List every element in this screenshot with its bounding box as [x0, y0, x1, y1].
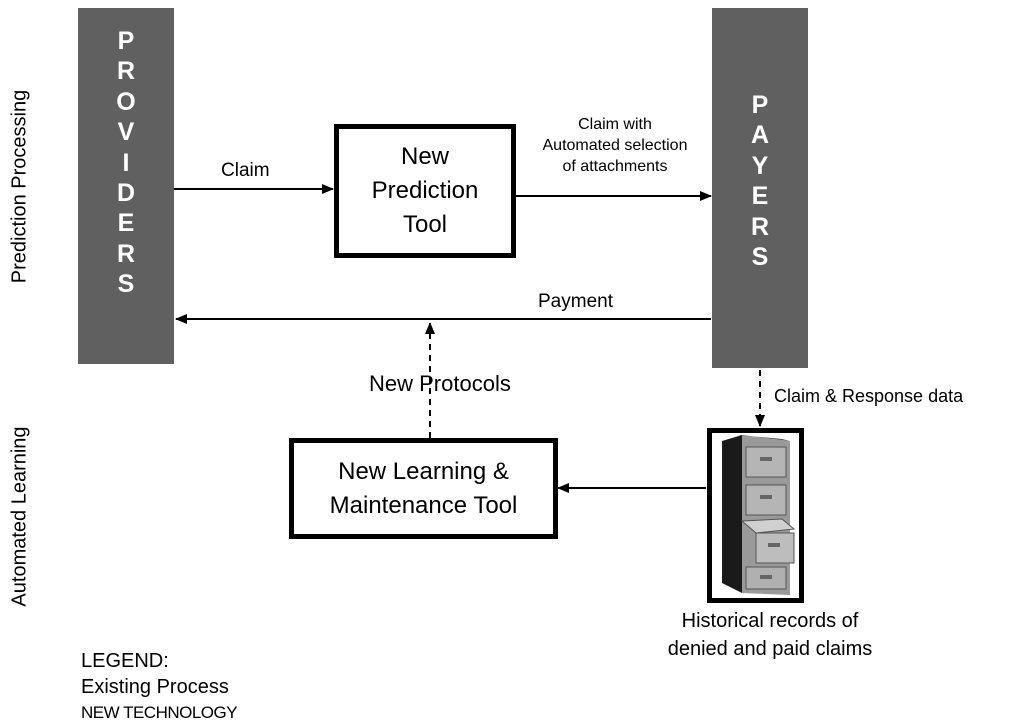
filing-cabinet-icon	[707, 428, 804, 603]
payers-letter: P	[751, 91, 769, 119]
payers-letter: Y	[751, 151, 769, 180]
automated-learning-label: Automated Learning	[8, 426, 31, 607]
legend-existing-process: Existing Process	[81, 676, 229, 698]
learning-tool-line-2: Maintenance Tool	[329, 491, 518, 519]
claim-with-label: Claim with Automated selection of attach…	[520, 114, 710, 177]
providers-letter: V	[117, 118, 135, 147]
providers-letter: R	[116, 57, 136, 86]
new-protocols-label: New Protocols	[369, 371, 511, 396]
records-line-1: Historical records of	[681, 610, 859, 632]
payers-letter: S	[751, 243, 769, 272]
prediction-tool-box: New Prediction Tool	[334, 124, 516, 258]
claim-with-line-1: Claim with	[578, 116, 652, 133]
learning-tool-line-1: New Learning &	[338, 457, 509, 485]
records-line-2: denied and paid claims	[667, 638, 873, 660]
prediction-tool-line-2: Prediction	[371, 177, 479, 204]
payers-letter: E	[751, 182, 769, 211]
providers-letter: R	[116, 239, 136, 268]
providers-letter: D	[116, 179, 136, 208]
legend-new-technology: NEW TECHNOLOGY	[81, 703, 238, 722]
payers-letter: A	[750, 121, 770, 150]
claim-response-label: Claim & Response data	[774, 386, 964, 406]
payers-letter: R	[750, 212, 770, 241]
prediction-processing-label: Prediction Processing	[8, 89, 31, 284]
records-caption: Historical records of denied and paid cl…	[630, 607, 910, 663]
claim-with-line-3: of attachments	[562, 158, 668, 175]
providers-letter: O	[116, 87, 136, 116]
claim-label: Claim	[221, 160, 270, 181]
providers-letter: S	[117, 270, 135, 299]
providers-letter: P	[117, 27, 135, 55]
legend: LEGEND: Existing Process NEW TECHNOLOGY	[81, 648, 238, 726]
learning-tool-box: New Learning & Maintenance Tool	[289, 438, 558, 539]
providers-letter: I	[122, 148, 130, 177]
prediction-tool-line-3: Tool	[402, 211, 448, 238]
claim-with-line-2: Automated selection	[542, 137, 688, 154]
providers-letter: E	[117, 209, 135, 238]
legend-title: LEGEND:	[81, 650, 169, 672]
prediction-tool-line-1: New	[400, 143, 449, 170]
payment-label: Payment	[538, 291, 613, 312]
